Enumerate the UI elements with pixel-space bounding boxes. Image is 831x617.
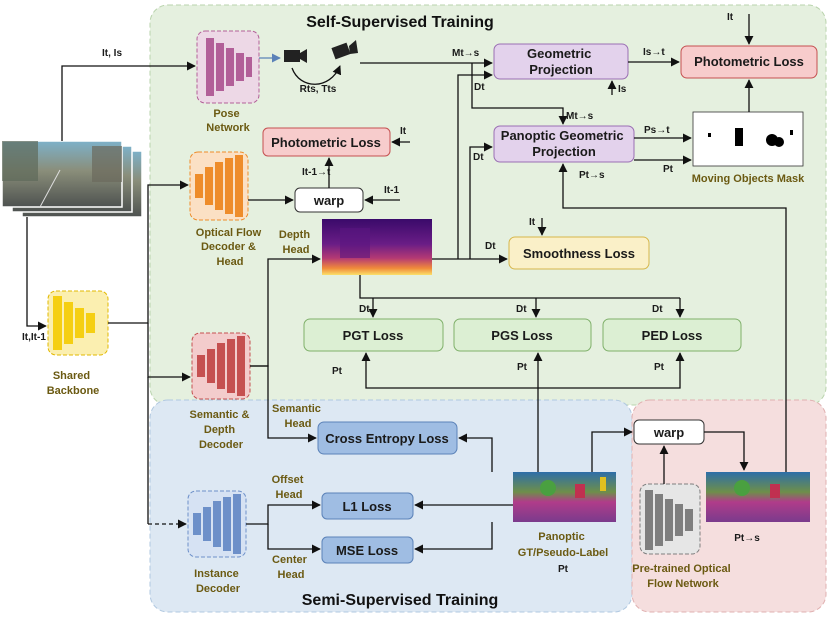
pose-network-label: Pose Network <box>206 108 250 134</box>
l1-loss-label: L1 Loss <box>342 499 391 514</box>
dt-pgt-label: Dt <box>359 304 370 315</box>
pt-pgs-label: Pt <box>517 362 528 373</box>
camera-icon <box>284 40 358 63</box>
dt-ped-label: Dt <box>652 304 663 315</box>
depth-head-label: Depth Head <box>279 229 313 256</box>
it-main-label: It <box>727 12 734 23</box>
m-ts-panoptic-label: Mt→s <box>566 111 594 122</box>
ped-loss-box <box>602 318 742 352</box>
panoptic-geometric-projection-label: Panoptic Geometric Projection <box>501 128 627 159</box>
instance-decoder <box>187 490 247 558</box>
smoothness-loss-label: Smoothness Loss <box>523 246 635 261</box>
panoptic-pt-label: Pt <box>558 564 569 575</box>
photometric-loss-flow-label: Photometric Loss <box>271 135 381 150</box>
semantic-head-label: Semantic Head <box>272 403 324 430</box>
it-it1-label: It,It-1 <box>22 332 46 343</box>
rts-tts-label: Rts, Tts <box>300 84 337 95</box>
warp-top-label: warp <box>313 193 344 208</box>
panoptic-label-text: Panoptic GT/Pseudo-Label <box>518 531 608 559</box>
warp-bottom-label: warp <box>653 425 684 440</box>
panoptic-label-image <box>513 472 616 522</box>
camera-transform-arrow <box>291 65 342 85</box>
offset-head-label: Offset Head <box>272 474 307 501</box>
cross-entropy-loss-box <box>317 421 458 455</box>
mse-loss-label: MSE Loss <box>336 543 398 558</box>
pose-network <box>196 30 260 104</box>
dt-geometric-label: Dt <box>474 82 485 93</box>
mse-loss-box <box>321 536 414 564</box>
warped-pt-s-label: Pt→s <box>734 533 760 544</box>
it-flow-label: It <box>400 126 407 137</box>
pgs-loss-box <box>453 318 592 352</box>
is-label: Is <box>618 84 627 95</box>
moving-objects-mask-image <box>692 111 804 167</box>
it-is-label: It, Is <box>102 48 122 59</box>
semantic-depth-decoder-label: Semantic & Depth Decoder <box>190 409 253 451</box>
optical-flow-decoder-label: Optical Flow Decoder & Head <box>196 227 264 268</box>
shared-backbone-label: Shared Backbone <box>47 370 100 397</box>
l1-loss-box <box>321 492 414 520</box>
ps-t-label: Ps→t <box>644 125 670 136</box>
depth-map-image <box>322 219 432 275</box>
input-image-stack <box>1 140 143 218</box>
panoptic-geometric-projection-box <box>493 125 635 163</box>
cross-entropy-loss-label: Cross Entropy Loss <box>325 431 449 446</box>
pretrained-optical-flow-network <box>639 483 701 555</box>
pgt-loss-box <box>303 318 444 352</box>
geometric-projection-label: Geometric Projection <box>527 46 595 77</box>
is-t-label: Is→t <box>643 47 665 58</box>
instance-decoder-label: Instance Decoder <box>194 568 242 595</box>
pt-mask-label: Pt <box>663 164 674 175</box>
pt-pgt-label: Pt <box>332 366 343 377</box>
photometric-loss-main-box <box>680 45 818 79</box>
dt-pgs-label: Dt <box>516 304 527 315</box>
moving-objects-mask-label: Moving Objects Mask <box>692 173 805 185</box>
pretrained-optical-flow-label: Pre-trained Optical Flow Network <box>632 563 733 590</box>
pt-s-projection-label: Pt→s <box>579 170 605 181</box>
self-supervised-title: Self-Supervised Training <box>306 14 494 31</box>
photometric-loss-main-label: Photometric Loss <box>694 54 804 69</box>
it1-label: It-1 <box>384 185 399 196</box>
m-ts-label: Mt→s <box>452 48 480 59</box>
smoothness-loss-box <box>508 236 650 270</box>
dt-panoptic-label: Dt <box>473 152 484 163</box>
semi-supervised-title: Semi-Supervised Training <box>302 592 499 609</box>
shared-backbone <box>47 290 109 356</box>
warped-panoptic-image <box>706 472 810 522</box>
optical-flow-decoder <box>189 151 249 221</box>
it-smoothness-label: It <box>529 217 536 228</box>
dt-smoothness-label: Dt <box>485 241 496 252</box>
ped-loss-label: PED Loss <box>642 328 703 343</box>
it1-t-label: It-1→t <box>302 167 331 178</box>
pgs-loss-label: PGS Loss <box>491 328 552 343</box>
semantic-depth-decoder <box>191 332 251 400</box>
photometric-loss-flow-box <box>262 127 391 157</box>
pt-ped-label: Pt <box>654 362 665 373</box>
connection-lines <box>26 14 787 554</box>
center-head-label: Center Head <box>272 554 310 581</box>
pgt-loss-label: PGT Loss <box>343 328 404 343</box>
